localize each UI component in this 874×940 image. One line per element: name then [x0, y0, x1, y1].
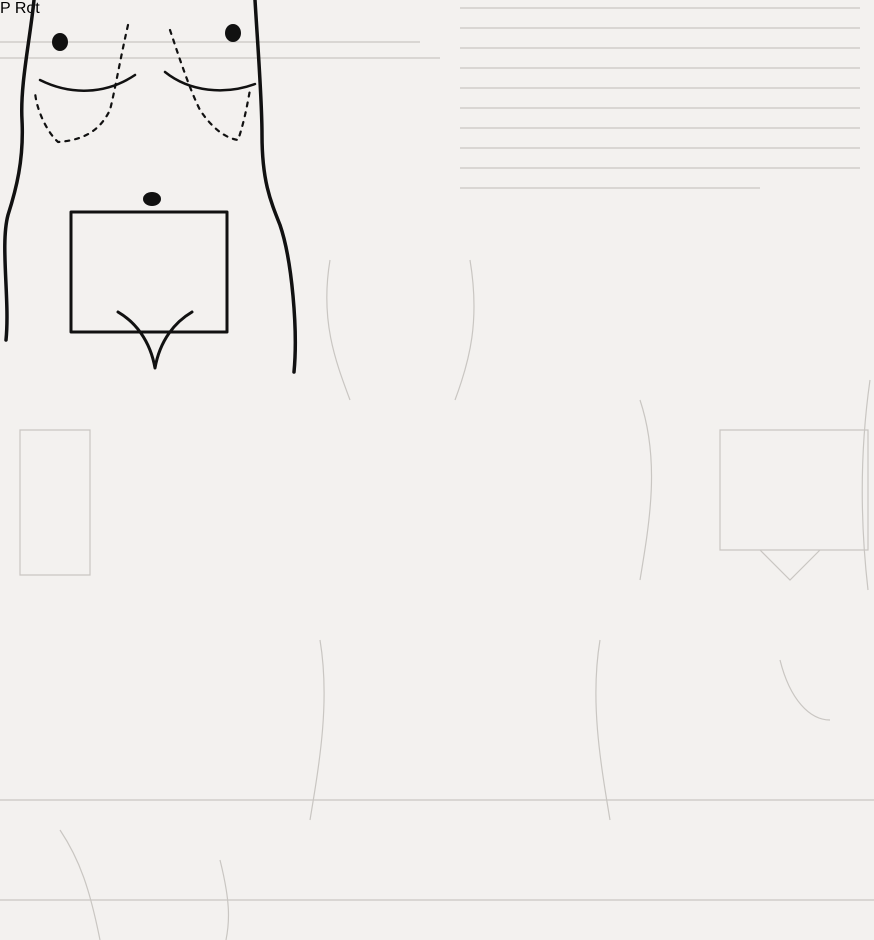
- right-costal-margin-line: [170, 30, 250, 140]
- right-breast-contour: [165, 72, 255, 90]
- anterior-treatment-field: [71, 212, 227, 332]
- right-nipple-mark: [225, 24, 241, 42]
- anterior-torso-figure: [5, 0, 295, 372]
- right-body-contour: [255, 0, 295, 372]
- pubic-line: [118, 312, 192, 368]
- left-breast-contour: [40, 75, 135, 91]
- left-body-contour: [5, 0, 34, 340]
- left-nipple-mark: [52, 33, 68, 51]
- bleed-through-background: [0, 8, 874, 940]
- umbilicus-mark: [143, 192, 161, 206]
